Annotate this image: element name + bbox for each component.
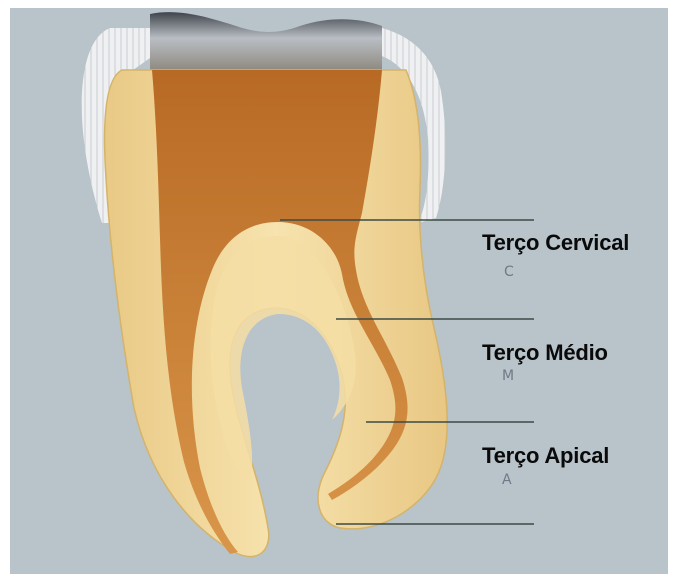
tooth-illustration-panel bbox=[10, 8, 668, 574]
apical-letter: A bbox=[502, 472, 512, 488]
apical-third-label: Terço Apical bbox=[482, 443, 609, 469]
cervical-third-label: Terço Cervical bbox=[482, 230, 629, 256]
occlusal-surface bbox=[150, 12, 382, 70]
middle-letter: M bbox=[502, 368, 514, 384]
middle-third-label: Terço Médio bbox=[482, 340, 608, 366]
tooth-diagram bbox=[10, 8, 668, 574]
cervical-letter: C bbox=[504, 264, 514, 280]
